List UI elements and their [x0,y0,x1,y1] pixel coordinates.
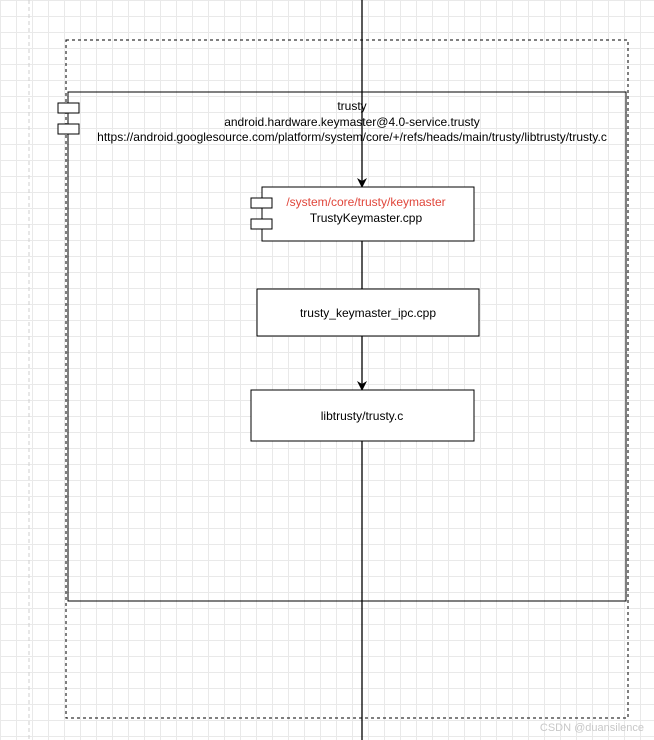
component-icon [57,102,80,135]
ipc-label: trusty_keymaster_ipc.cpp [300,306,436,320]
trusty-component-box[interactable] [67,91,627,602]
keymaster-file: TrustyKeymaster.cpp [310,211,423,225]
dashed-boundary[interactable] [65,39,629,719]
component-icon [250,197,273,230]
watermark: CSDN @duansilence [540,722,644,734]
source-url: https://android.googlesource.com/platfor… [97,130,607,144]
component-name: trusty [337,99,366,113]
libtrusty-box[interactable] [250,389,475,442]
keymaster-path: /system/core/trusty/keymaster [286,195,445,209]
service-name: android.hardware.keymaster@4.0-service.t… [224,115,480,129]
keymaster-component-box[interactable] [261,186,475,242]
ipc-box[interactable] [256,288,480,337]
libtrusty-label: libtrusty/trusty.c [321,409,403,423]
